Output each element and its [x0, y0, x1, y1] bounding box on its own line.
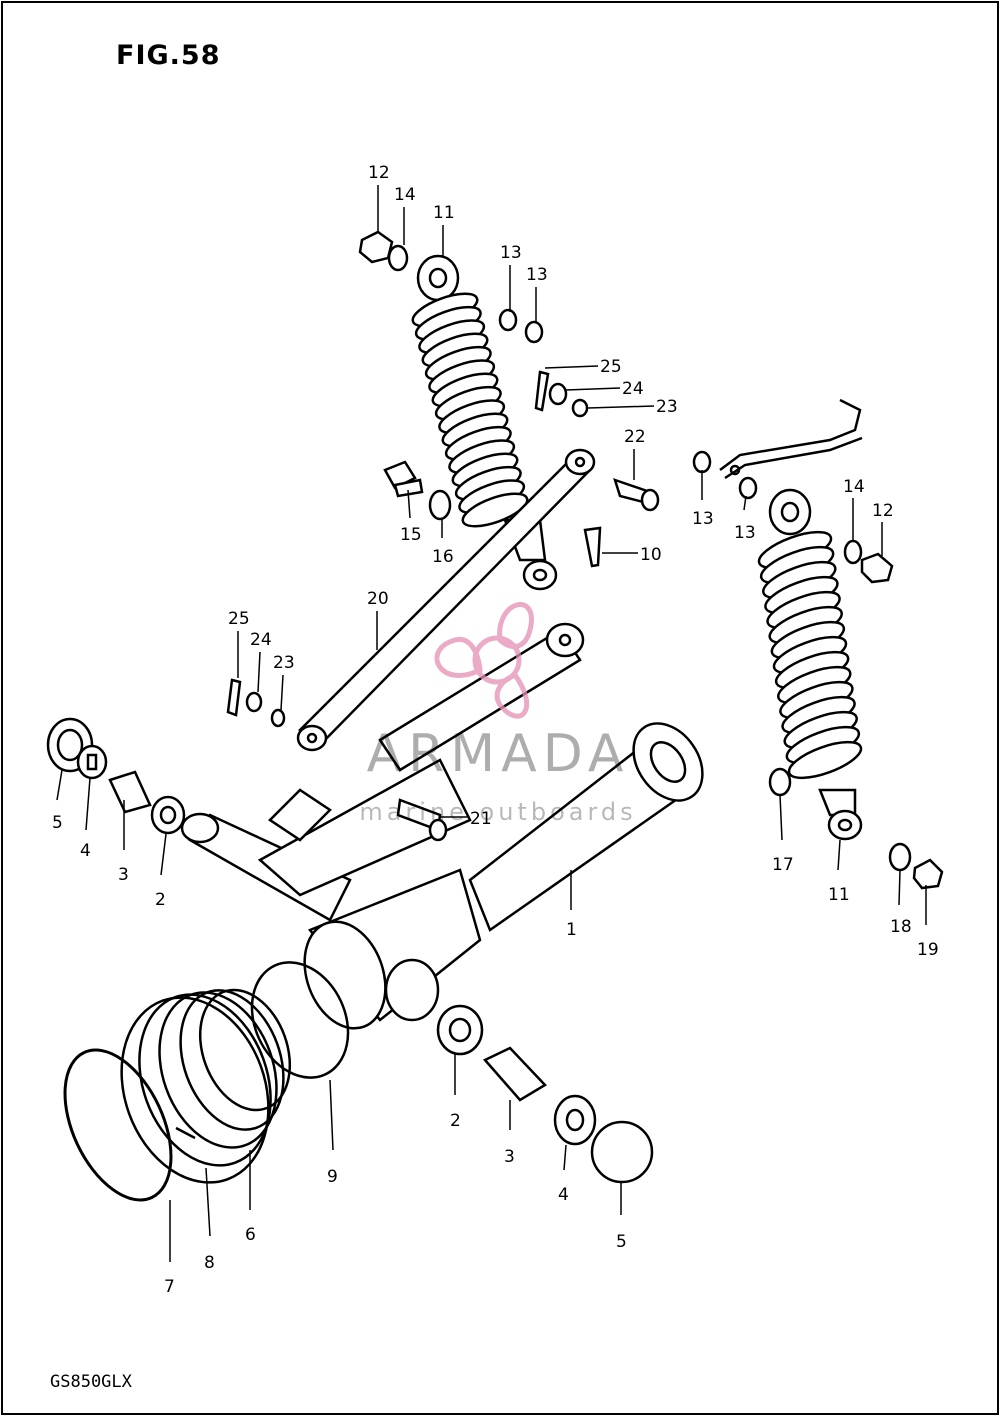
part-number-callout: 25 [228, 609, 250, 629]
model-code: GS850GLX [50, 1372, 132, 1392]
boot-clamp [63, 1048, 173, 1202]
callout-leader [160, 833, 167, 876]
fasteners [175, 230, 944, 1140]
part-number-callout: 7 [164, 1277, 175, 1297]
part-number-callout: 2 [155, 890, 166, 910]
callout-leader [743, 495, 747, 511]
rubber-boot [120, 988, 292, 1184]
part-number-callout: 25 [600, 357, 622, 377]
callout-leader [544, 365, 599, 369]
callout-leader [565, 387, 621, 391]
watermark-logo [434, 602, 534, 719]
watermark-brand: ARMADA [366, 724, 630, 784]
callout-leader [257, 651, 261, 693]
callout-leader [56, 769, 63, 801]
part-number-callout: 9 [327, 1167, 338, 1187]
part-number-callout: 13 [500, 243, 522, 263]
callout-leader [329, 1079, 334, 1151]
spring-coil [461, 492, 529, 528]
part-number-callout: 20 [367, 589, 389, 609]
part-number-callout: 21 [470, 809, 492, 829]
part-number-callout: 24 [250, 630, 272, 650]
part-number-callout: 15 [400, 525, 422, 545]
callout-leader [898, 869, 901, 906]
part-number-callout: 14 [843, 477, 865, 497]
callout-leader [779, 794, 783, 841]
part-number-callout: 3 [504, 1147, 515, 1167]
callout-leader [563, 1144, 567, 1171]
part-number-callout: 12 [872, 501, 894, 521]
swing-arm [180, 622, 704, 1030]
part-number-callout: 6 [245, 1225, 256, 1245]
right-shock-absorber [757, 488, 863, 841]
part-number-callout: 22 [624, 427, 646, 447]
part-number-callout: 11 [828, 885, 850, 905]
part-number-callout: 5 [616, 1232, 627, 1252]
right-pivot-parts [436, 1004, 654, 1184]
part-number-callout: 19 [917, 940, 939, 960]
left-pivot-parts [46, 717, 186, 835]
part-number-callout: 8 [204, 1253, 215, 1273]
part-number-callout: 18 [890, 917, 912, 937]
callout-leader [205, 1167, 211, 1237]
part-number-callout: 13 [526, 265, 548, 285]
part-number-callout: 13 [734, 523, 756, 543]
part-number-callout: 4 [80, 841, 91, 861]
part-number-callout: 12 [368, 163, 390, 183]
figure-title: FIG.58 [116, 40, 221, 71]
part-number-callout: 10 [640, 545, 662, 565]
part-number-callout: 24 [622, 379, 644, 399]
part-number-callout: 1 [566, 920, 577, 940]
part-number-callout: 4 [558, 1185, 569, 1205]
callout-leader [587, 405, 655, 409]
o-ring [250, 961, 350, 1079]
callout-leader [407, 489, 411, 519]
part-number-callout: 5 [52, 813, 63, 833]
part-number-callout: 23 [656, 397, 678, 417]
callout-leader [85, 777, 91, 831]
part-number-callout: 23 [273, 653, 295, 673]
spring-coil [787, 740, 863, 780]
part-number-callout: 11 [433, 203, 455, 223]
torque-rod [296, 448, 596, 752]
part-number-callout: 17 [772, 855, 794, 875]
callout-leader [837, 839, 841, 871]
part-number-callout: 13 [692, 509, 714, 529]
callout-leader [280, 674, 284, 711]
brake-bracket [719, 398, 863, 480]
part-number-callout: 16 [432, 547, 454, 567]
part-number-callout: 3 [118, 865, 129, 885]
watermark-tagline: marine outboards [359, 798, 637, 826]
left-shock-absorber [411, 254, 558, 591]
part-number-callout: 14 [394, 185, 416, 205]
part-number-callout: 2 [450, 1111, 461, 1131]
